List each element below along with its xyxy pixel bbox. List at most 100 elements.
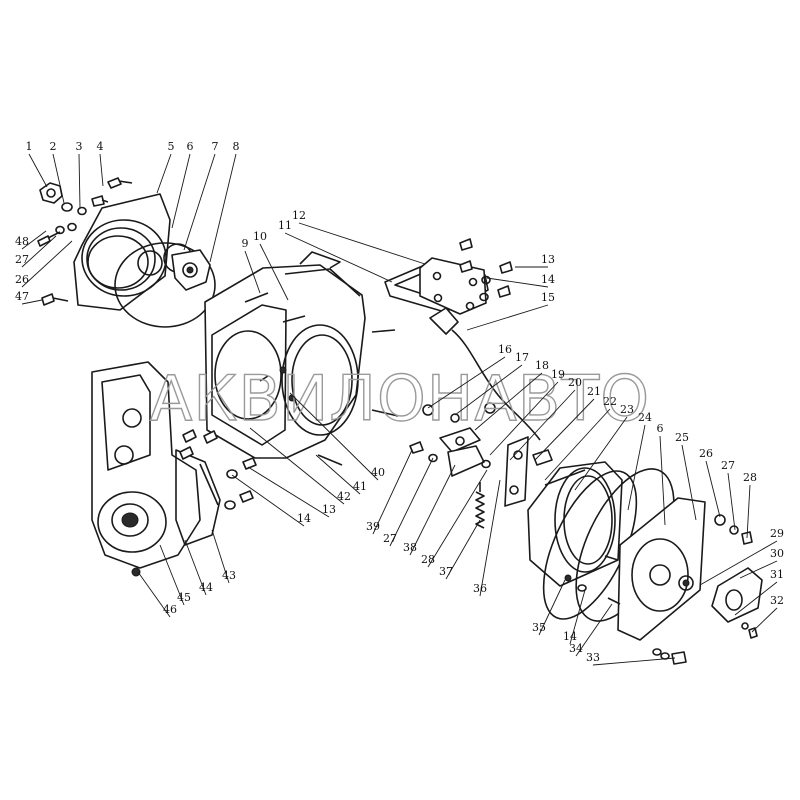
callout-number: 16	[498, 343, 512, 356]
callout-number: 17	[515, 351, 529, 364]
leader-line	[211, 529, 230, 584]
callout-number: 27	[15, 253, 29, 266]
watermark: АКВИЛОНАВТО	[150, 362, 650, 435]
callout-number: 38	[403, 541, 417, 554]
callout-number: 8	[233, 140, 240, 153]
right-housing-group	[527, 461, 763, 665]
leader-line	[209, 153, 237, 263]
leader-line	[259, 243, 289, 301]
leader-line	[389, 457, 434, 547]
callout-number: 27	[721, 459, 735, 472]
lower-housing-group	[91, 361, 257, 577]
leader-line	[734, 581, 778, 616]
callout-number: 47	[15, 290, 29, 303]
leader-line	[454, 364, 523, 416]
callout-number: 13	[322, 503, 336, 516]
leader-line	[249, 427, 345, 505]
callout-number: 27	[383, 532, 397, 545]
leader-line	[746, 484, 751, 539]
leader-line	[681, 444, 697, 521]
callout-number: 19	[551, 368, 565, 381]
callout-number: 34	[569, 642, 583, 655]
callout-number: 14	[297, 512, 311, 525]
leader-line	[247, 466, 330, 518]
linkage-group	[409, 402, 553, 529]
callout-number: 32	[770, 594, 784, 607]
leader-line	[183, 153, 216, 251]
callout-number: 42	[337, 490, 351, 503]
leader-line	[315, 454, 361, 495]
callout-number: 4	[97, 140, 104, 153]
callout-number: 26	[699, 447, 713, 460]
callout-number: 46	[163, 603, 177, 616]
callout-number: 9	[242, 237, 249, 250]
callout-number: 14	[541, 273, 555, 286]
leader-line	[171, 153, 191, 229]
callout-number: 31	[770, 568, 784, 581]
callout-number: 11	[278, 219, 292, 232]
callout-number: 5	[168, 140, 175, 153]
callout-number: 41	[353, 480, 367, 493]
leader-line	[21, 235, 57, 268]
leader-line	[52, 153, 65, 204]
callout-number: 21	[587, 385, 601, 398]
callout-number: 48	[15, 235, 29, 248]
callout-number: 15	[541, 291, 555, 304]
callout-number: 28	[421, 553, 435, 566]
leader-line	[156, 153, 172, 194]
callout-number: 25	[675, 431, 689, 444]
leader-line	[569, 589, 586, 645]
leader-line	[99, 153, 104, 187]
callout-number: 28	[743, 471, 757, 484]
leader-line	[509, 389, 576, 461]
leader-line	[486, 277, 549, 288]
leader-line	[159, 544, 185, 606]
leader-line	[739, 560, 778, 579]
leader-line	[727, 472, 736, 531]
callout-number: 14	[563, 630, 577, 643]
leader-line	[28, 153, 48, 188]
leader-line	[427, 356, 506, 409]
leader-line	[289, 392, 379, 481]
leader-line	[284, 232, 393, 283]
leader-line	[592, 657, 676, 666]
leader-line	[534, 398, 595, 461]
leader-line	[474, 372, 543, 431]
leader-line	[544, 408, 611, 481]
callout-number: 29	[770, 527, 784, 540]
callout-number: 40	[371, 466, 385, 479]
leader-line	[21, 299, 43, 305]
callout-number: 20	[568, 376, 582, 389]
leader-line	[751, 607, 778, 633]
leader-line	[409, 464, 456, 556]
leader-line	[298, 222, 426, 265]
callout-number: 10	[253, 230, 267, 243]
leader-line	[21, 240, 73, 288]
leader-line	[699, 540, 778, 586]
leader-line	[479, 479, 501, 597]
leader-line	[137, 571, 171, 618]
callout-number: 45	[177, 591, 191, 604]
callout-number: 7	[212, 140, 219, 153]
leader-line	[78, 153, 81, 209]
callout-number: 30	[770, 547, 784, 560]
main-housing-group	[204, 251, 399, 466]
leader-line	[575, 603, 613, 657]
callout-number: 2	[50, 140, 57, 153]
callout-number: 12	[292, 209, 306, 222]
leader-line	[231, 474, 305, 527]
callout-number: 26	[15, 273, 29, 286]
leader-line	[659, 435, 666, 526]
leader-line	[627, 424, 646, 511]
callout-number: 3	[76, 140, 83, 153]
callout-number: 24	[638, 411, 652, 424]
callout-number: 43	[222, 569, 236, 582]
callout-number: 36	[473, 582, 487, 595]
leader-line	[184, 539, 207, 596]
leader-line	[445, 519, 481, 580]
callout-number: 1	[26, 140, 33, 153]
leader-line	[427, 469, 488, 568]
leader-line	[466, 304, 549, 331]
leader-line	[372, 449, 413, 535]
